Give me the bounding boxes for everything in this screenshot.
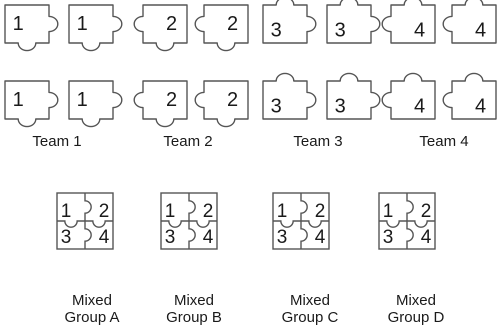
group-a-number-1: 1	[61, 201, 72, 222]
team2-piece-4-number: 2	[227, 89, 238, 111]
group-label-d: Mixed Group D	[376, 292, 456, 326]
team4-piece-1	[382, 0, 435, 43]
group-d-number-2: 2	[421, 201, 432, 222]
team2-piece-2-number: 2	[227, 13, 238, 35]
team1-piece-1-number: 1	[13, 13, 24, 35]
team2-piece-1-number: 2	[166, 13, 177, 35]
team4-piece-4	[443, 73, 496, 119]
group-d-number-4: 4	[421, 227, 432, 248]
team3-piece-3-number: 3	[271, 96, 282, 118]
group-c-number-4: 4	[315, 227, 326, 248]
team2-piece-4	[195, 81, 248, 127]
team4-piece-2-number: 4	[475, 20, 486, 42]
team-label-3: Team 3	[273, 133, 363, 150]
group-d-number-3: 3	[383, 227, 394, 248]
team-label-1: Team 1	[12, 133, 102, 150]
group-a-number-3: 3	[61, 227, 72, 248]
team4-piece-2	[443, 0, 496, 43]
team4-piece-1-number: 4	[414, 20, 425, 42]
team2-piece-3	[134, 81, 187, 127]
team1-piece-3-number: 1	[13, 89, 24, 111]
team1-piece-2-number: 1	[77, 13, 88, 35]
group-d-number-1: 1	[383, 201, 394, 222]
team2-piece-3-number: 2	[166, 89, 177, 111]
group-c-number-2: 2	[315, 201, 326, 222]
group-a-number-4: 4	[99, 227, 110, 248]
team3-piece-4-number: 3	[335, 96, 346, 118]
group-label-a: Mixed Group A	[52, 292, 132, 326]
group-label-b: Mixed Group B	[154, 292, 234, 326]
group-b-number-2: 2	[203, 201, 214, 222]
team3-piece-1-number: 3	[271, 20, 282, 42]
team2-piece-1	[134, 5, 187, 51]
team4-piece-3-number: 4	[414, 96, 425, 118]
group-c-number-3: 3	[277, 227, 288, 248]
group-b-number-1: 1	[165, 201, 176, 222]
team4-piece-3	[382, 73, 435, 119]
team-label-4: Team 4	[399, 133, 489, 150]
team4-piece-4-number: 4	[475, 96, 486, 118]
team-label-2: Team 2	[143, 133, 233, 150]
group-b-number-3: 3	[165, 227, 176, 248]
group-label-c: Mixed Group C	[270, 292, 350, 326]
team2-piece-2	[195, 5, 248, 51]
team3-piece-2-number: 3	[335, 20, 346, 42]
team1-piece-4-number: 1	[77, 89, 88, 111]
group-a-number-2: 2	[99, 201, 110, 222]
group-b-number-4: 4	[203, 227, 214, 248]
group-c-number-1: 1	[277, 201, 288, 222]
